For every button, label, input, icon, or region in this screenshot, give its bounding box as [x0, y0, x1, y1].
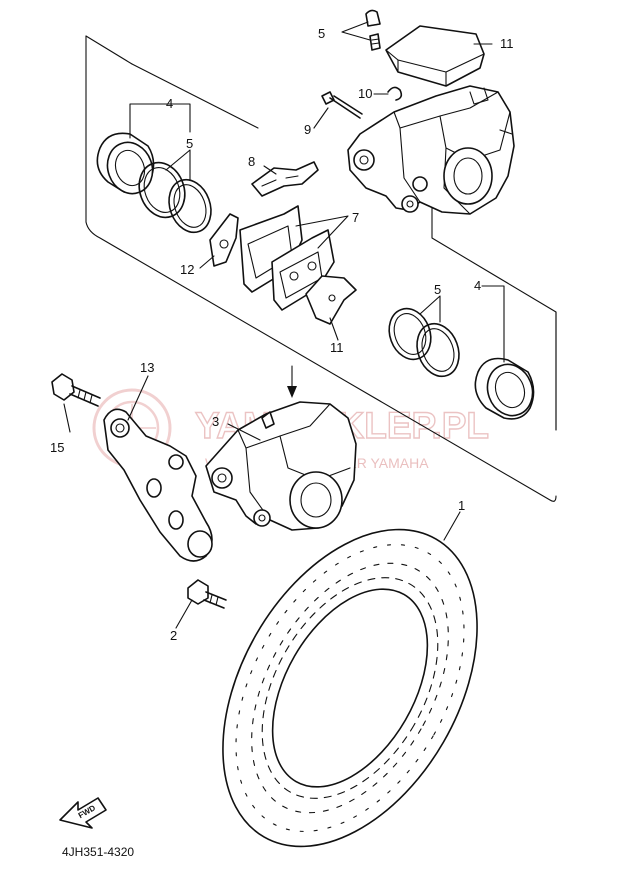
callout-labels: 5 11 10 9 4 5 8 7 12 11 5 4 3 13 15 2 1: [50, 26, 514, 643]
callout-2: 2: [170, 628, 177, 643]
piston-seal-upper-1: [138, 161, 186, 219]
brake-pad-right: [271, 229, 335, 311]
piston-seal-lower-2: [416, 322, 460, 378]
callout-4-lower: 4: [474, 278, 481, 293]
pad-spring: [251, 161, 319, 197]
callout-14: 13: [140, 360, 154, 375]
callout-5-lower: 5: [434, 282, 441, 297]
callout-9: 10: [358, 86, 372, 101]
piston-lower: [474, 357, 535, 420]
callout-3: 3: [212, 414, 219, 429]
caliper-body-exploded: [347, 85, 515, 215]
shim-12: [305, 275, 357, 325]
callout-13: 12: [180, 262, 194, 277]
callout-10: 5: [318, 26, 325, 41]
callout-7: 8: [248, 154, 255, 169]
pad-pin: [321, 91, 363, 119]
piston-upper: [96, 132, 155, 195]
fwd-arrow: FWD: [59, 797, 107, 829]
caliper-bracket: [103, 408, 213, 562]
shim-13: [209, 213, 239, 267]
callout-1: 1: [458, 498, 465, 513]
leader-lines: [63, 21, 505, 629]
callout-15: 15: [50, 440, 64, 455]
callout-4-upper: 4: [166, 96, 173, 111]
clip: [387, 86, 403, 101]
caliper-assembly: [205, 401, 357, 531]
drawing-code: 4JH351-4320: [62, 845, 134, 859]
caliper-cover: [385, 25, 485, 87]
bolt-2: [187, 579, 227, 609]
callout-8: 9: [304, 122, 311, 137]
callout-11: 11: [500, 36, 514, 51]
bolt-15: [51, 373, 101, 407]
brake-disc: [222, 528, 478, 848]
callout-5-upper: 5: [186, 136, 193, 151]
callout-12: 11: [330, 340, 344, 355]
piston-seal-upper-2: [168, 178, 212, 234]
piston-seal-lower-1: [388, 307, 432, 361]
bleed-screw: [365, 9, 381, 51]
callout-6: 7: [352, 210, 359, 225]
